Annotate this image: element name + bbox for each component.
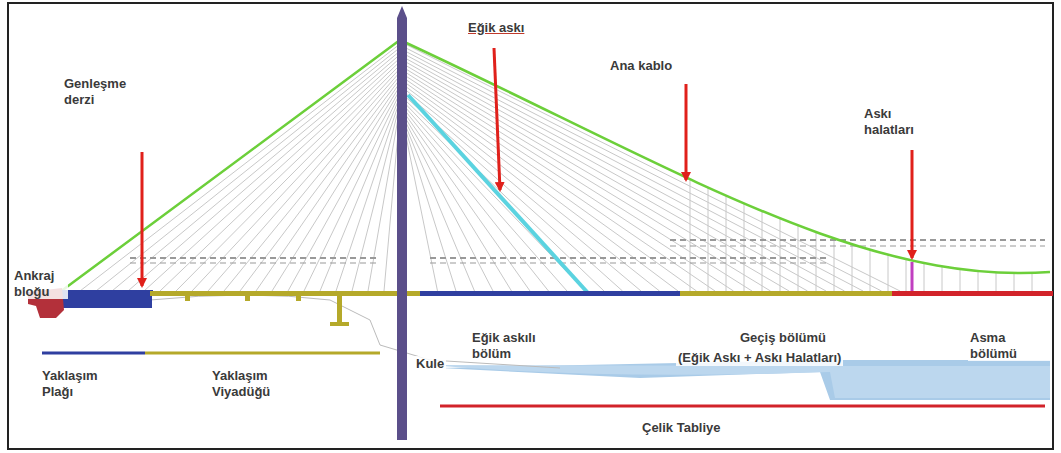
cable-stroke (1014, 273, 1015, 291)
cable-stroke (405, 90, 660, 292)
cable-stroke (405, 58, 826, 291)
cable-stroke (870, 250, 871, 291)
cable-stroke (906, 260, 907, 291)
cable-stroke (852, 245, 853, 291)
cable-stroke (160, 62, 400, 292)
cable-stroke (405, 86, 678, 291)
part-label: Eğik askı (466, 20, 526, 36)
cable-stroke (176, 65, 400, 291)
cable-stroke (690, 179, 691, 291)
cable-stroke (405, 44, 900, 291)
cable-stroke (336, 100, 400, 291)
cable-stroke (405, 51, 863, 291)
cable-stroke (405, 125, 475, 292)
cable-stroke (996, 272, 997, 291)
cable-stroke (405, 100, 604, 291)
cable-stroke (405, 55, 845, 292)
cable-stroke (304, 93, 400, 291)
part-label: Ana kablo (608, 58, 674, 74)
cable-stroke (405, 79, 715, 291)
part-label: Genleşme derzi (62, 76, 146, 107)
part-label: Ankraj bloğu (12, 268, 68, 299)
part-label: Kule (414, 356, 446, 372)
cable-stroke (708, 188, 709, 291)
part-label: Yaklaşım Viyadüğü (210, 368, 304, 399)
cable-stroke (798, 226, 799, 291)
cable-stroke (405, 83, 697, 292)
cable-stroke (834, 239, 835, 291)
cable-stroke (816, 232, 817, 291)
cable-stroke (405, 114, 530, 291)
cable-stroke (726, 196, 727, 291)
cable-stroke (405, 118, 512, 292)
cable-stroke (405, 121, 493, 291)
part-label: Çelik Tabliye (640, 420, 723, 436)
part-label: Asma bölümü (968, 330, 1052, 361)
cable-stroke (320, 97, 400, 292)
cable-stroke (1032, 273, 1033, 291)
part-label: (Eğik Askı + Askı Halatları) (676, 350, 843, 366)
cable-stroke (405, 132, 438, 292)
cable-stroke (888, 255, 889, 291)
cable-stroke (405, 128, 456, 291)
cable-stroke (112, 51, 400, 291)
cable-stroke (128, 55, 400, 292)
part-label: Askı halatları (862, 106, 946, 137)
part-label: Eğik askılı bölüm (470, 330, 564, 361)
cable-stroke (942, 267, 943, 291)
cable-stroke (144, 58, 400, 291)
cable-stroke (405, 72, 752, 291)
cable-stroke (780, 218, 781, 291)
part-label: Geçiş bölümü (738, 330, 828, 346)
cable-stroke (256, 83, 400, 292)
cable-stroke (924, 263, 925, 291)
cable-stroke (405, 93, 641, 291)
cable-stroke (405, 62, 808, 292)
cable-stroke (978, 271, 979, 291)
part-label: Yaklaşım Plağı (40, 368, 124, 399)
cable-stroke (272, 86, 400, 291)
cable-stroke (288, 90, 400, 292)
cable-stroke (240, 79, 400, 291)
cable-stroke (762, 211, 763, 291)
cable-stroke (960, 269, 961, 291)
cable-stroke (405, 111, 549, 292)
cable-stroke (744, 203, 745, 291)
